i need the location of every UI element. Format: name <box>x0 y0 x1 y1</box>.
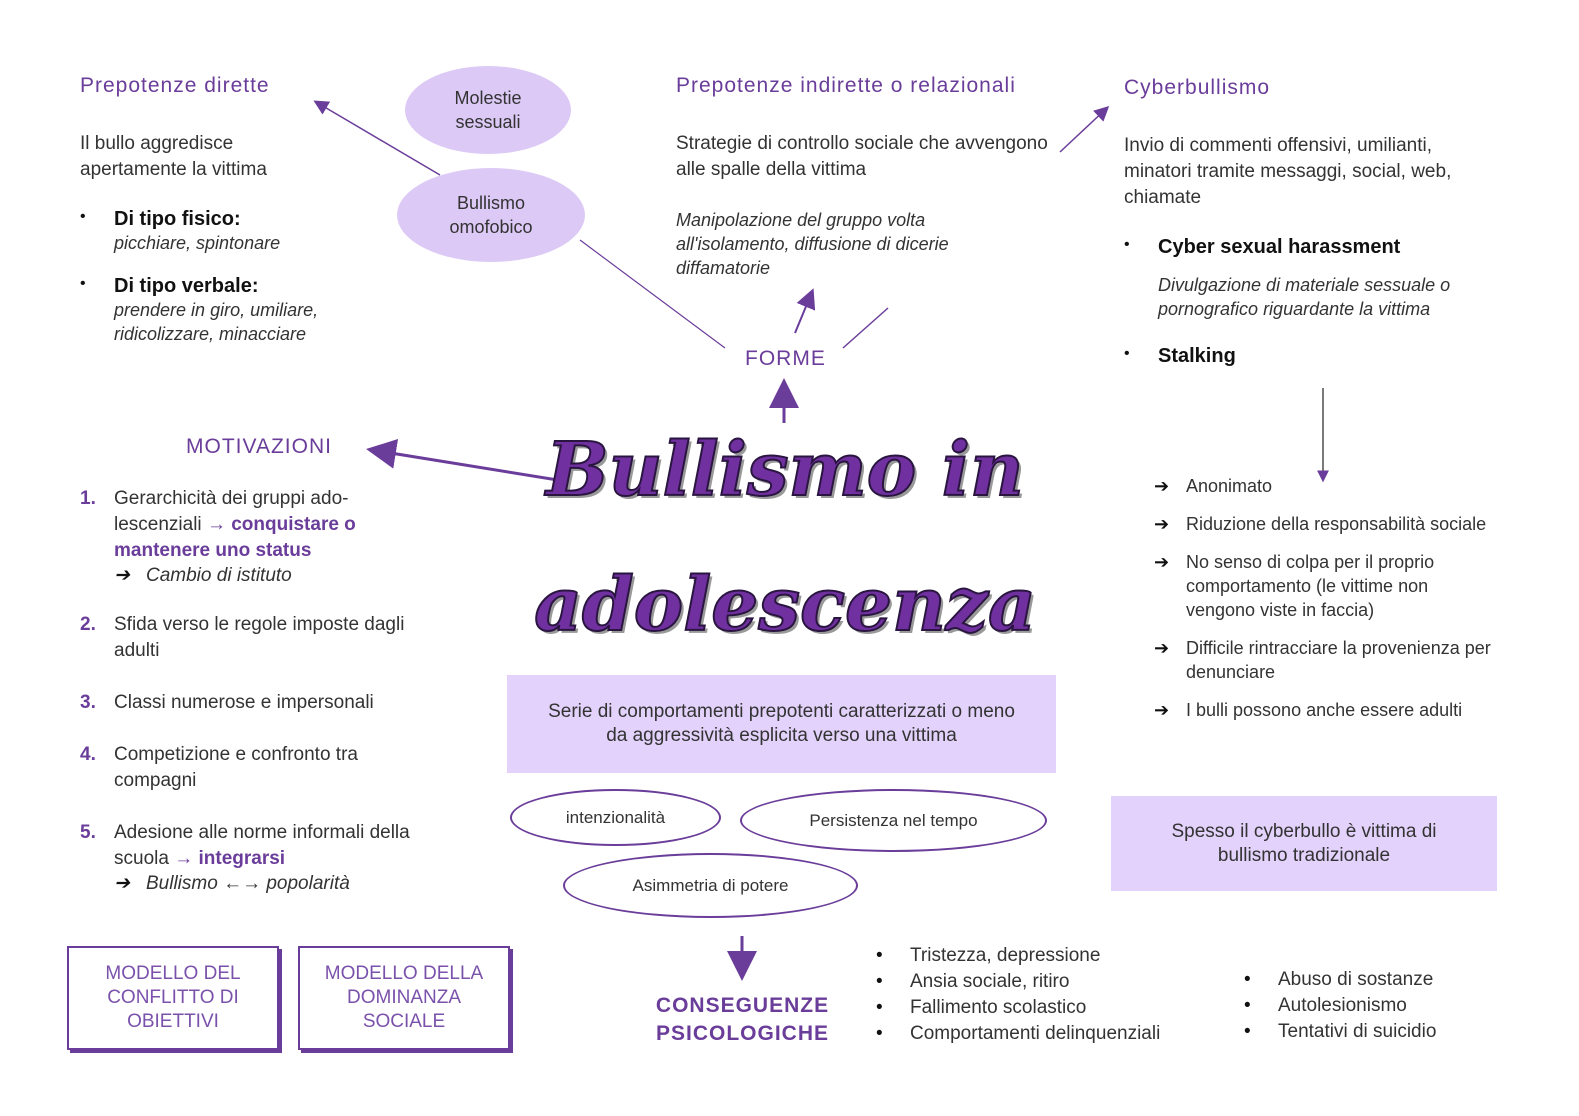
item-label: Stalking <box>1158 345 1236 367</box>
motivation-item: 4. Competizione e confronto tra compagni <box>80 742 424 794</box>
item-sub: Bullismo ←→ popolarità <box>114 872 424 896</box>
list-item: Di tipo fisico: picchiare, spintonare <box>80 208 380 255</box>
item-text: Sfida verso le regole imposte dagli adul… <box>114 614 405 661</box>
item-text: Competizione e confronto tra compagni <box>114 744 358 791</box>
item-label: Di tipo fisico: <box>114 208 241 230</box>
list-item: Di tipo verbale: prendere in giro, umilia… <box>80 275 380 346</box>
oval-omofobico: Bullismo omofobico <box>397 168 585 262</box>
model-box-conflitto: Modello del conflitto di obiettivi <box>67 946 279 1050</box>
oval-molestie: Molestie sessuali <box>405 66 571 154</box>
consequence-item: Fallimento scolastico <box>876 995 1160 1021</box>
item-highlight: → integrarsi <box>174 848 286 869</box>
item-detail: prendere in giro, umiliare, ridicolizzar… <box>114 300 319 344</box>
title-line-2: adolescenza <box>533 561 1037 649</box>
consequence-item: Abuso di sostanze <box>1244 967 1436 993</box>
item-text: Adesione alle norme informali della scuo… <box>114 822 410 869</box>
indirette-detail: Manipolazione del gruppo volta all'isola… <box>676 210 949 278</box>
title-line-1: Bullismo in <box>545 426 1025 514</box>
cyber-desc: Invio di commenti offensivi, umilianti, … <box>1124 135 1452 208</box>
heading-cyberbullismo: Cyberbullismo <box>1124 76 1271 99</box>
consequence-item: Tentativi di suicidio <box>1244 1019 1436 1045</box>
heading-motivazioni: MOTIVAZIONI <box>186 435 332 458</box>
motivation-item: 2. Sfida verso le regole imposte dagli ad… <box>80 612 424 664</box>
consequence-item: Tristezza, depressione <box>876 943 1160 969</box>
consequence-item: Ansia sociale, ritiro <box>876 969 1160 995</box>
forme-label: FORME <box>745 347 826 370</box>
motivation-item: 3. Classi numerose e impersonali <box>80 690 424 716</box>
item-highlight: → conquistare o mantenere uno status <box>114 514 356 561</box>
criterion-oval: Persistenza nel tempo <box>740 789 1047 852</box>
dirette-desc: Il bullo aggredisce apertamente la vitti… <box>80 133 267 180</box>
definition-box: Serie di comportamenti prepotenti caratt… <box>507 675 1056 773</box>
feature-item: Riduzione della responsabilità sociale <box>1154 512 1494 536</box>
heading-prepotenze-dirette: Prepotenze dirette <box>80 74 270 97</box>
item-number: 4. <box>80 744 96 765</box>
model-box-dominanza: Modello della dominanza sociale <box>298 946 510 1050</box>
item-number: 1. <box>80 488 96 509</box>
item-text: Classi numerose e impersonali <box>114 692 374 713</box>
criterion-oval: Asimmetria di potere <box>563 853 858 918</box>
item-detail: picchiare, spintonare <box>114 233 281 253</box>
consequence-item: Comportamenti delinquenziali <box>876 1021 1160 1047</box>
item-sub: Cambio di istituto <box>114 564 424 588</box>
criterion-oval: intenzionalità <box>510 789 721 846</box>
motivation-item: 5. Adesione alle norme informali della sc… <box>80 820 424 896</box>
list-item: Stalking <box>1124 345 1494 368</box>
item-text: Gerarchicità dei gruppi ado-lescenziali <box>114 488 349 535</box>
cyber-note-box: Spesso il cyberbullo è vittima di bullis… <box>1111 796 1497 891</box>
feature-item: Anonimato <box>1154 474 1494 498</box>
item-number: 3. <box>80 692 96 713</box>
item-number: 2. <box>80 614 96 635</box>
feature-item: No senso di colpa per il proprio comport… <box>1154 550 1494 622</box>
feature-item: Difficile rintracciare la provenienza pe… <box>1154 636 1494 684</box>
feature-item: I bulli possono anche essere adulti <box>1154 698 1494 722</box>
item-number: 5. <box>80 822 96 843</box>
heading-conseguenze: CONSEGUENZE PSICOLOGICHE <box>655 994 830 1045</box>
item-label: Cyber sexual harassment <box>1158 236 1401 258</box>
heading-prepotenze-indirette: Prepotenze indirette o relazionali <box>676 74 1016 97</box>
motivation-item: 1. Gerarchicità dei gruppi ado-lescenzial… <box>80 486 424 588</box>
consequence-item: Autolesionismo <box>1244 993 1436 1019</box>
item-detail: Divulgazione di materiale sessuale o por… <box>1158 275 1451 319</box>
indirette-desc: Strategie di controllo sociale che avven… <box>676 133 1048 180</box>
item-label: Di tipo verbale: <box>114 275 259 297</box>
